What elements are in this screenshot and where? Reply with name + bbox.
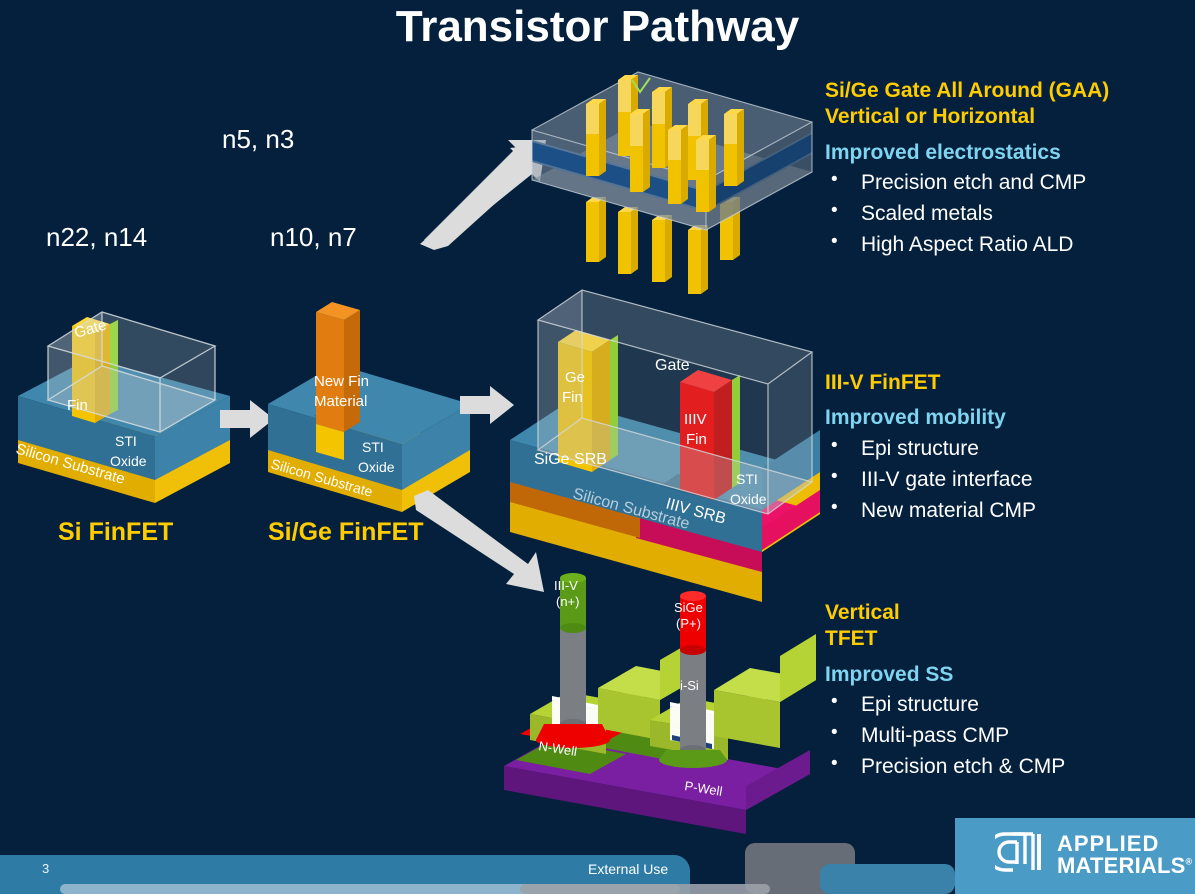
panel-gaa-title-line2: Vertical or Horizontal bbox=[825, 105, 1036, 129]
panel-iiiv-finfet: III-V FinFET Improved mobility Epi struc… bbox=[825, 370, 1195, 526]
external-use-label: External Use bbox=[588, 861, 669, 877]
panel-gaa: Si/Ge Gate All Around (GAA) Vertical or … bbox=[825, 78, 1195, 260]
label-new-fin: New Fin bbox=[314, 373, 369, 390]
arrow-sige-to-iiiv bbox=[458, 384, 516, 426]
label-pp: (P+) bbox=[676, 616, 701, 631]
list-item: III-V gate interface bbox=[825, 463, 1195, 495]
list-item: Multi-pass CMP bbox=[825, 719, 1195, 751]
label-p-well: P-Well bbox=[684, 778, 724, 799]
list-item: New material CMP bbox=[825, 494, 1195, 526]
panel-gaa-title-line1: Si/Ge Gate All Around (GAA) bbox=[825, 79, 1110, 102]
label-np: (n+) bbox=[556, 594, 579, 609]
figure-iiiv-finfet: Ge Fin Gate IIIV Fin SiGe SRB IIIV SRB S… bbox=[500, 282, 830, 602]
figure-tfet: III-V (n+) SiGe (P+) i-Si N-Well P-Well bbox=[498, 573, 818, 834]
label-fin: Fin bbox=[67, 397, 88, 414]
list-item: Epi structure bbox=[825, 688, 1195, 720]
applied-materials-mark-icon bbox=[995, 832, 1041, 872]
label-ge-fin: Fin bbox=[562, 389, 583, 406]
figure-si-finfet: Gate Fin STI Oxide Silicon Substrate bbox=[10, 288, 240, 513]
applied-materials-logo-band bbox=[955, 818, 1195, 894]
list-item: Precision etch & CMP bbox=[825, 750, 1195, 782]
list-item: Scaled metals bbox=[825, 197, 1195, 229]
registered-mark: ® bbox=[1185, 856, 1193, 867]
list-item: Precision etch and CMP bbox=[825, 166, 1195, 198]
arrow-to-tfet bbox=[412, 490, 552, 600]
figure-sige-finfet: New Fin Material STI Oxide Silicon Subst… bbox=[262, 300, 482, 515]
footer-shape-teal bbox=[820, 864, 955, 894]
label-oxide-3: Oxide bbox=[730, 491, 767, 507]
label-sige: SiGe bbox=[674, 600, 703, 615]
footer-shape-lightbar bbox=[60, 884, 680, 894]
label-sti: STI bbox=[115, 433, 137, 449]
label-material: Material bbox=[314, 393, 367, 410]
label-isi: i-Si bbox=[680, 678, 699, 693]
node-label-n22-n14: n22, n14 bbox=[46, 222, 148, 252]
label-gate-3: Gate bbox=[655, 357, 690, 374]
label-n-well: N-Well bbox=[538, 738, 579, 759]
caption-si-finfet: Si FinFET bbox=[58, 518, 174, 546]
label-oxide-2: Oxide bbox=[358, 459, 395, 475]
list-item: High Aspect Ratio ALD bbox=[825, 228, 1195, 260]
label-sti-3: STI bbox=[736, 471, 758, 487]
panel-tfet-title-line2: TFET bbox=[825, 627, 878, 651]
caption-sige-finfet: Si/Ge FinFET bbox=[268, 518, 424, 546]
panel-gaa-subtitle: Improved electrostatics bbox=[825, 140, 1061, 164]
label-sti-2: STI bbox=[362, 439, 384, 455]
panel-tfet-bullets: Epi structure Multi-pass CMP Precision e… bbox=[825, 688, 1195, 782]
label-iiiv-fin: Fin bbox=[686, 431, 707, 448]
panel-iiiv-bullets: Epi structure III-V gate interface New m… bbox=[825, 432, 1195, 526]
label-oxide: Oxide bbox=[110, 453, 147, 469]
applied-materials-logo: APPLIED MATERIALS® bbox=[995, 830, 1192, 880]
node-label-n10-n7: n10, n7 bbox=[270, 222, 357, 252]
page-number: 3 bbox=[42, 861, 50, 876]
node-label-n5-n3: n5, n3 bbox=[222, 124, 295, 154]
label-ge: Ge bbox=[565, 369, 585, 386]
label-iiiv-np: III-V bbox=[554, 578, 578, 593]
applied-materials-wordmark: APPLIED MATERIALS® bbox=[1057, 830, 1193, 878]
panel-iiiv-title-line1: III-V FinFET bbox=[825, 371, 941, 394]
panel-vertical-tfet: Vertical TFET Improved SS Epi structure … bbox=[825, 600, 1195, 782]
page-title: Transistor Pathway bbox=[395, 2, 800, 51]
arrow-to-gaa bbox=[420, 140, 550, 250]
panel-tfet-subtitle: Improved SS bbox=[825, 662, 954, 686]
label-iiiv: IIIV bbox=[684, 411, 707, 428]
logo-line-applied: APPLIED bbox=[1057, 830, 1160, 856]
panel-tfet-title-line1: Vertical bbox=[825, 601, 900, 624]
footer-shape-lightbar-gray bbox=[520, 884, 770, 894]
label-sige-srb: SiGe SRB bbox=[534, 451, 607, 468]
logo-line-materials: MATERIALS® bbox=[1057, 853, 1193, 878]
figure-gaa bbox=[520, 62, 825, 297]
arrow-si-to-sige bbox=[218, 398, 276, 440]
panel-gaa-bullets: Precision etch and CMP Scaled metals Hig… bbox=[825, 166, 1195, 260]
list-item: Epi structure bbox=[825, 432, 1195, 464]
panel-iiiv-subtitle: Improved mobility bbox=[825, 406, 1006, 430]
logo-materials-text: MATERIALS bbox=[1057, 853, 1186, 878]
